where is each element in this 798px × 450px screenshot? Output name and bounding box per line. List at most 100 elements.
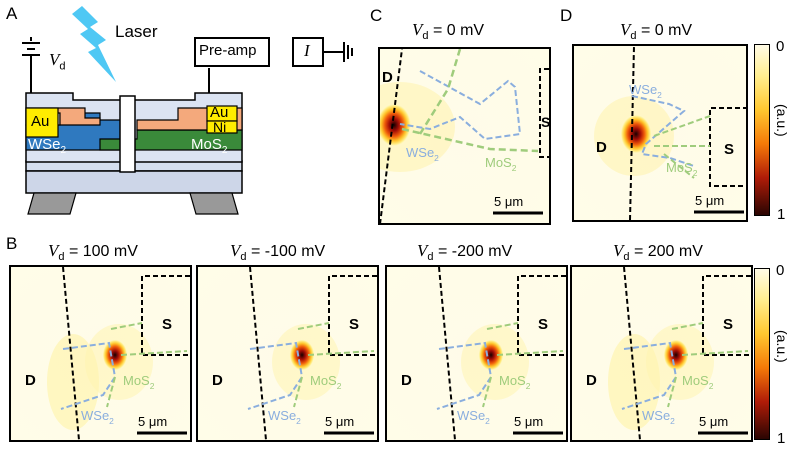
- source-outline: [517, 275, 566, 356]
- au-label-left: Au: [31, 113, 50, 130]
- panel-letter-d: D: [560, 6, 573, 25]
- mos2-outline: [401, 127, 539, 153]
- mos2-label-subscript: 2: [526, 381, 531, 391]
- wse2-label-subscript: 2: [434, 153, 439, 163]
- au-pad-left: [25, 107, 59, 138]
- drain-edge: [249, 267, 267, 440]
- device-schematic: [22, 6, 243, 215]
- wse2-label-subscript: 2: [296, 416, 301, 426]
- wse2-label: WSe2: [457, 408, 490, 426]
- source-outline: [539, 68, 549, 158]
- source-label: S: [349, 316, 359, 333]
- map-title-b3: Vd = -200 mV: [417, 241, 512, 263]
- laser-label: Laser: [115, 22, 158, 41]
- current-symbol: I: [304, 41, 310, 60]
- wse2-outline: [621, 341, 678, 410]
- mos2-label: MoS2: [499, 373, 531, 391]
- vd-symbol: V: [620, 20, 631, 39]
- scale-bar-label: 5 μm: [514, 414, 543, 429]
- substrate-lower: [25, 170, 243, 194]
- mos2-subscript: 2: [221, 145, 228, 156]
- colorbar-bottom-min-label: 1: [777, 430, 786, 447]
- laser-bolt-icon: [72, 6, 116, 82]
- photocurrent-spot: [478, 339, 504, 371]
- vd-symbol: V: [412, 20, 423, 39]
- scale-bar-label: 5 μm: [494, 194, 523, 209]
- wse2-label-subscript: 2: [485, 416, 490, 426]
- map-panel-b3: D S WSe2 MoS2 5 μm: [385, 265, 568, 442]
- wse2-label: WSe2: [642, 408, 675, 426]
- source-outline: [328, 275, 377, 356]
- photocurrent-spot: [102, 339, 128, 371]
- bias-value: = 200 mV: [629, 243, 703, 260]
- drain-label: D: [25, 372, 36, 389]
- substrate-leg-right: [189, 192, 239, 215]
- drain-label: D: [596, 139, 607, 156]
- colorbar-top: [754, 44, 770, 216]
- mos2-label: MoS2: [485, 155, 517, 173]
- ni-layer: [206, 120, 238, 134]
- source-label: S: [541, 114, 549, 130]
- wse2-outline: [631, 95, 695, 167]
- photocurrent-spot: [289, 339, 315, 371]
- au-label-right: Au: [210, 104, 229, 121]
- drain-edge: [380, 49, 403, 223]
- mos2-outline: [106, 322, 188, 408]
- colorbar-top-unit: (a.u.): [774, 104, 790, 137]
- vd-subscript: d: [427, 251, 434, 264]
- scale-bar-label: 5 μm: [138, 414, 167, 429]
- photocurrent-spot: [380, 103, 412, 147]
- mos2-label-subscript: 2: [693, 168, 698, 178]
- drain-edge: [438, 267, 456, 440]
- source-label: S: [538, 316, 548, 333]
- mos2-label-subscript: 2: [337, 381, 342, 391]
- panel-letter-b: B: [6, 234, 18, 253]
- source-outline: [141, 275, 190, 356]
- drain-label: D: [382, 69, 393, 86]
- colorbar-top-min-label: 1: [777, 206, 786, 223]
- mos2-outline-edge: [418, 49, 462, 135]
- panel-letter-a: A: [6, 4, 18, 23]
- wse2-subscript: 2: [60, 145, 67, 156]
- mos2-outline: [293, 322, 375, 408]
- source-outline: [702, 275, 751, 356]
- wse2-layer-text: WSe: [28, 136, 61, 153]
- wse2-label: WSe2: [629, 82, 662, 100]
- bias-value: = 0 mV: [428, 22, 485, 39]
- bias-value: = -200 mV: [433, 243, 513, 260]
- preamp-label: Pre-amp: [199, 42, 257, 59]
- wse2-label-subscript: 2: [109, 416, 114, 426]
- map-title-b4: Vd = 200 mV: [613, 241, 703, 263]
- wse2-label-subscript: 2: [657, 90, 662, 100]
- optical-window: [119, 95, 136, 173]
- mos2-label-subscript: 2: [709, 381, 714, 391]
- substrate-leg-left: [27, 192, 77, 215]
- mos2-label: MoS2: [123, 373, 155, 391]
- vd-symbol: V: [230, 241, 241, 260]
- ground-icon: [324, 42, 353, 62]
- colorbar-bottom-unit: (a.u.): [774, 330, 790, 363]
- wse2-outline: [436, 341, 493, 410]
- scale-bar-label: 5 μm: [695, 193, 724, 208]
- drain-edge: [629, 46, 635, 220]
- mos2-layer-label: MoS2: [191, 136, 227, 156]
- mos2-label: MoS2: [682, 373, 714, 391]
- preamp-box: [194, 37, 270, 67]
- ni-label: Ni: [213, 119, 227, 135]
- vd-subscript: d: [59, 60, 66, 73]
- vd-label: Vd: [49, 50, 66, 72]
- wse2-label-subscript: 2: [670, 416, 675, 426]
- drain-label: D: [401, 372, 412, 389]
- mos2-label-subscript: 2: [150, 381, 155, 391]
- scale-bar-label: 5 μm: [699, 414, 728, 429]
- map-title-c: Vd = 0 mV: [412, 20, 484, 42]
- bias-value: = 100 mV: [64, 243, 138, 260]
- wse2-outline: [247, 341, 304, 410]
- mos2-label-subscript: 2: [512, 163, 517, 173]
- vd-symbol: V: [417, 241, 428, 260]
